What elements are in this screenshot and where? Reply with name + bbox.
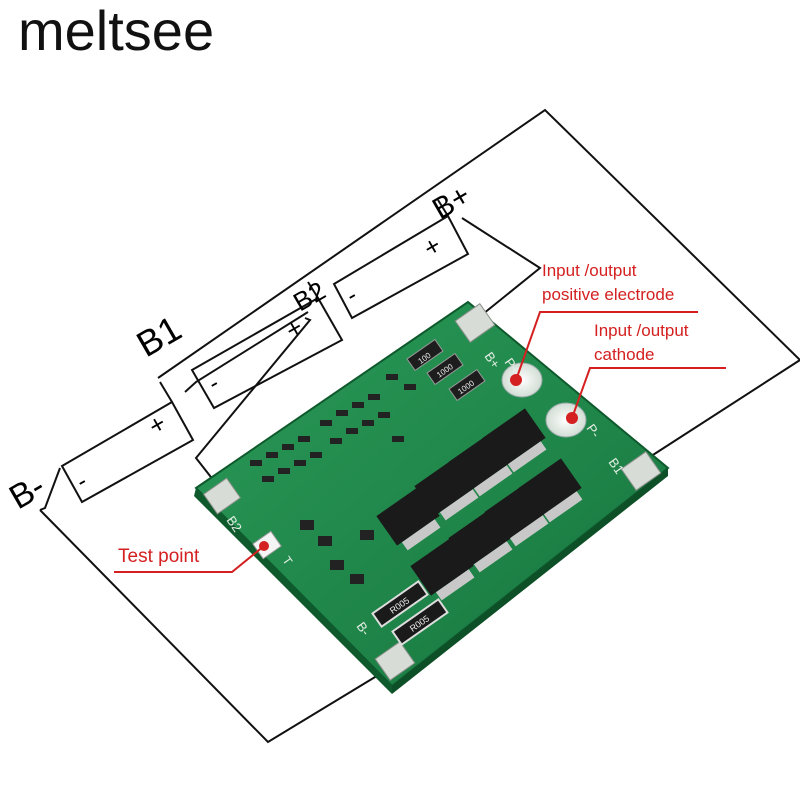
wire-b-minus-loop — [39, 509, 391, 744]
wire-b1-top-loop — [157, 108, 800, 379]
pad-b-plus — [454, 303, 496, 343]
callout-cathode-line1: Input /output — [594, 321, 689, 340]
mosfets — [376, 408, 583, 601]
cell-3-plus: + — [418, 230, 446, 264]
pad-b2 — [202, 477, 242, 515]
smd-components — [250, 374, 416, 584]
label-b-minus: B- — [3, 467, 51, 517]
callout-positive-line2: positive electrode — [542, 285, 674, 304]
wire-b2-loop — [184, 311, 309, 393]
pad-b-minus — [374, 641, 416, 681]
wire-bplus-tick — [437, 199, 449, 217]
wire-b1-tick — [159, 381, 173, 403]
mosfet-1 — [376, 486, 441, 551]
pad-b1 — [620, 451, 662, 491]
callout-cathode-line2: cathode — [594, 345, 655, 364]
wire-b2-down — [194, 317, 312, 496]
brand-logo: meltsee — [18, 0, 215, 62]
cell-2-minus: - — [204, 370, 224, 397]
battery-cell-3: - + — [332, 214, 470, 320]
wire-bplus-down — [461, 217, 542, 319]
callout-line-cathode — [571, 367, 726, 419]
silk-b2: B2 — [224, 513, 245, 535]
silk-b1: B1 — [606, 455, 627, 477]
wire-right-loop — [641, 359, 800, 463]
cell-1-minus: - — [72, 468, 92, 495]
battery-cell-1: - + — [60, 400, 195, 504]
mosfet-8 — [518, 458, 583, 523]
callout-positive-line1: Input /output — [542, 261, 637, 280]
callout-dot-cathode — [566, 412, 578, 424]
battery-cell-2: - + — [190, 296, 344, 410]
shunt-resistors: R005 R005 — [371, 579, 449, 647]
callout-line-test-point — [114, 545, 265, 573]
callout-line-positive — [515, 311, 698, 381]
callout-dot-test-point — [259, 541, 269, 551]
callout-dot-positive — [510, 374, 522, 386]
callout-test-point: Test point — [118, 546, 200, 567]
mosfet-4 — [482, 408, 547, 473]
pad-p-minus-ring — [545, 402, 587, 438]
label-b1: B1 — [130, 307, 189, 365]
wire-outer-top-loop — [39, 467, 61, 511]
wire-b2-tick — [307, 281, 319, 299]
cell-1-plus: + — [143, 408, 171, 442]
pcb-board: B+ P+ P- B1 B2 B- T 100 1000 1000 — [194, 300, 670, 694]
callouts: Input /output positive electrode Input /… — [114, 261, 726, 573]
